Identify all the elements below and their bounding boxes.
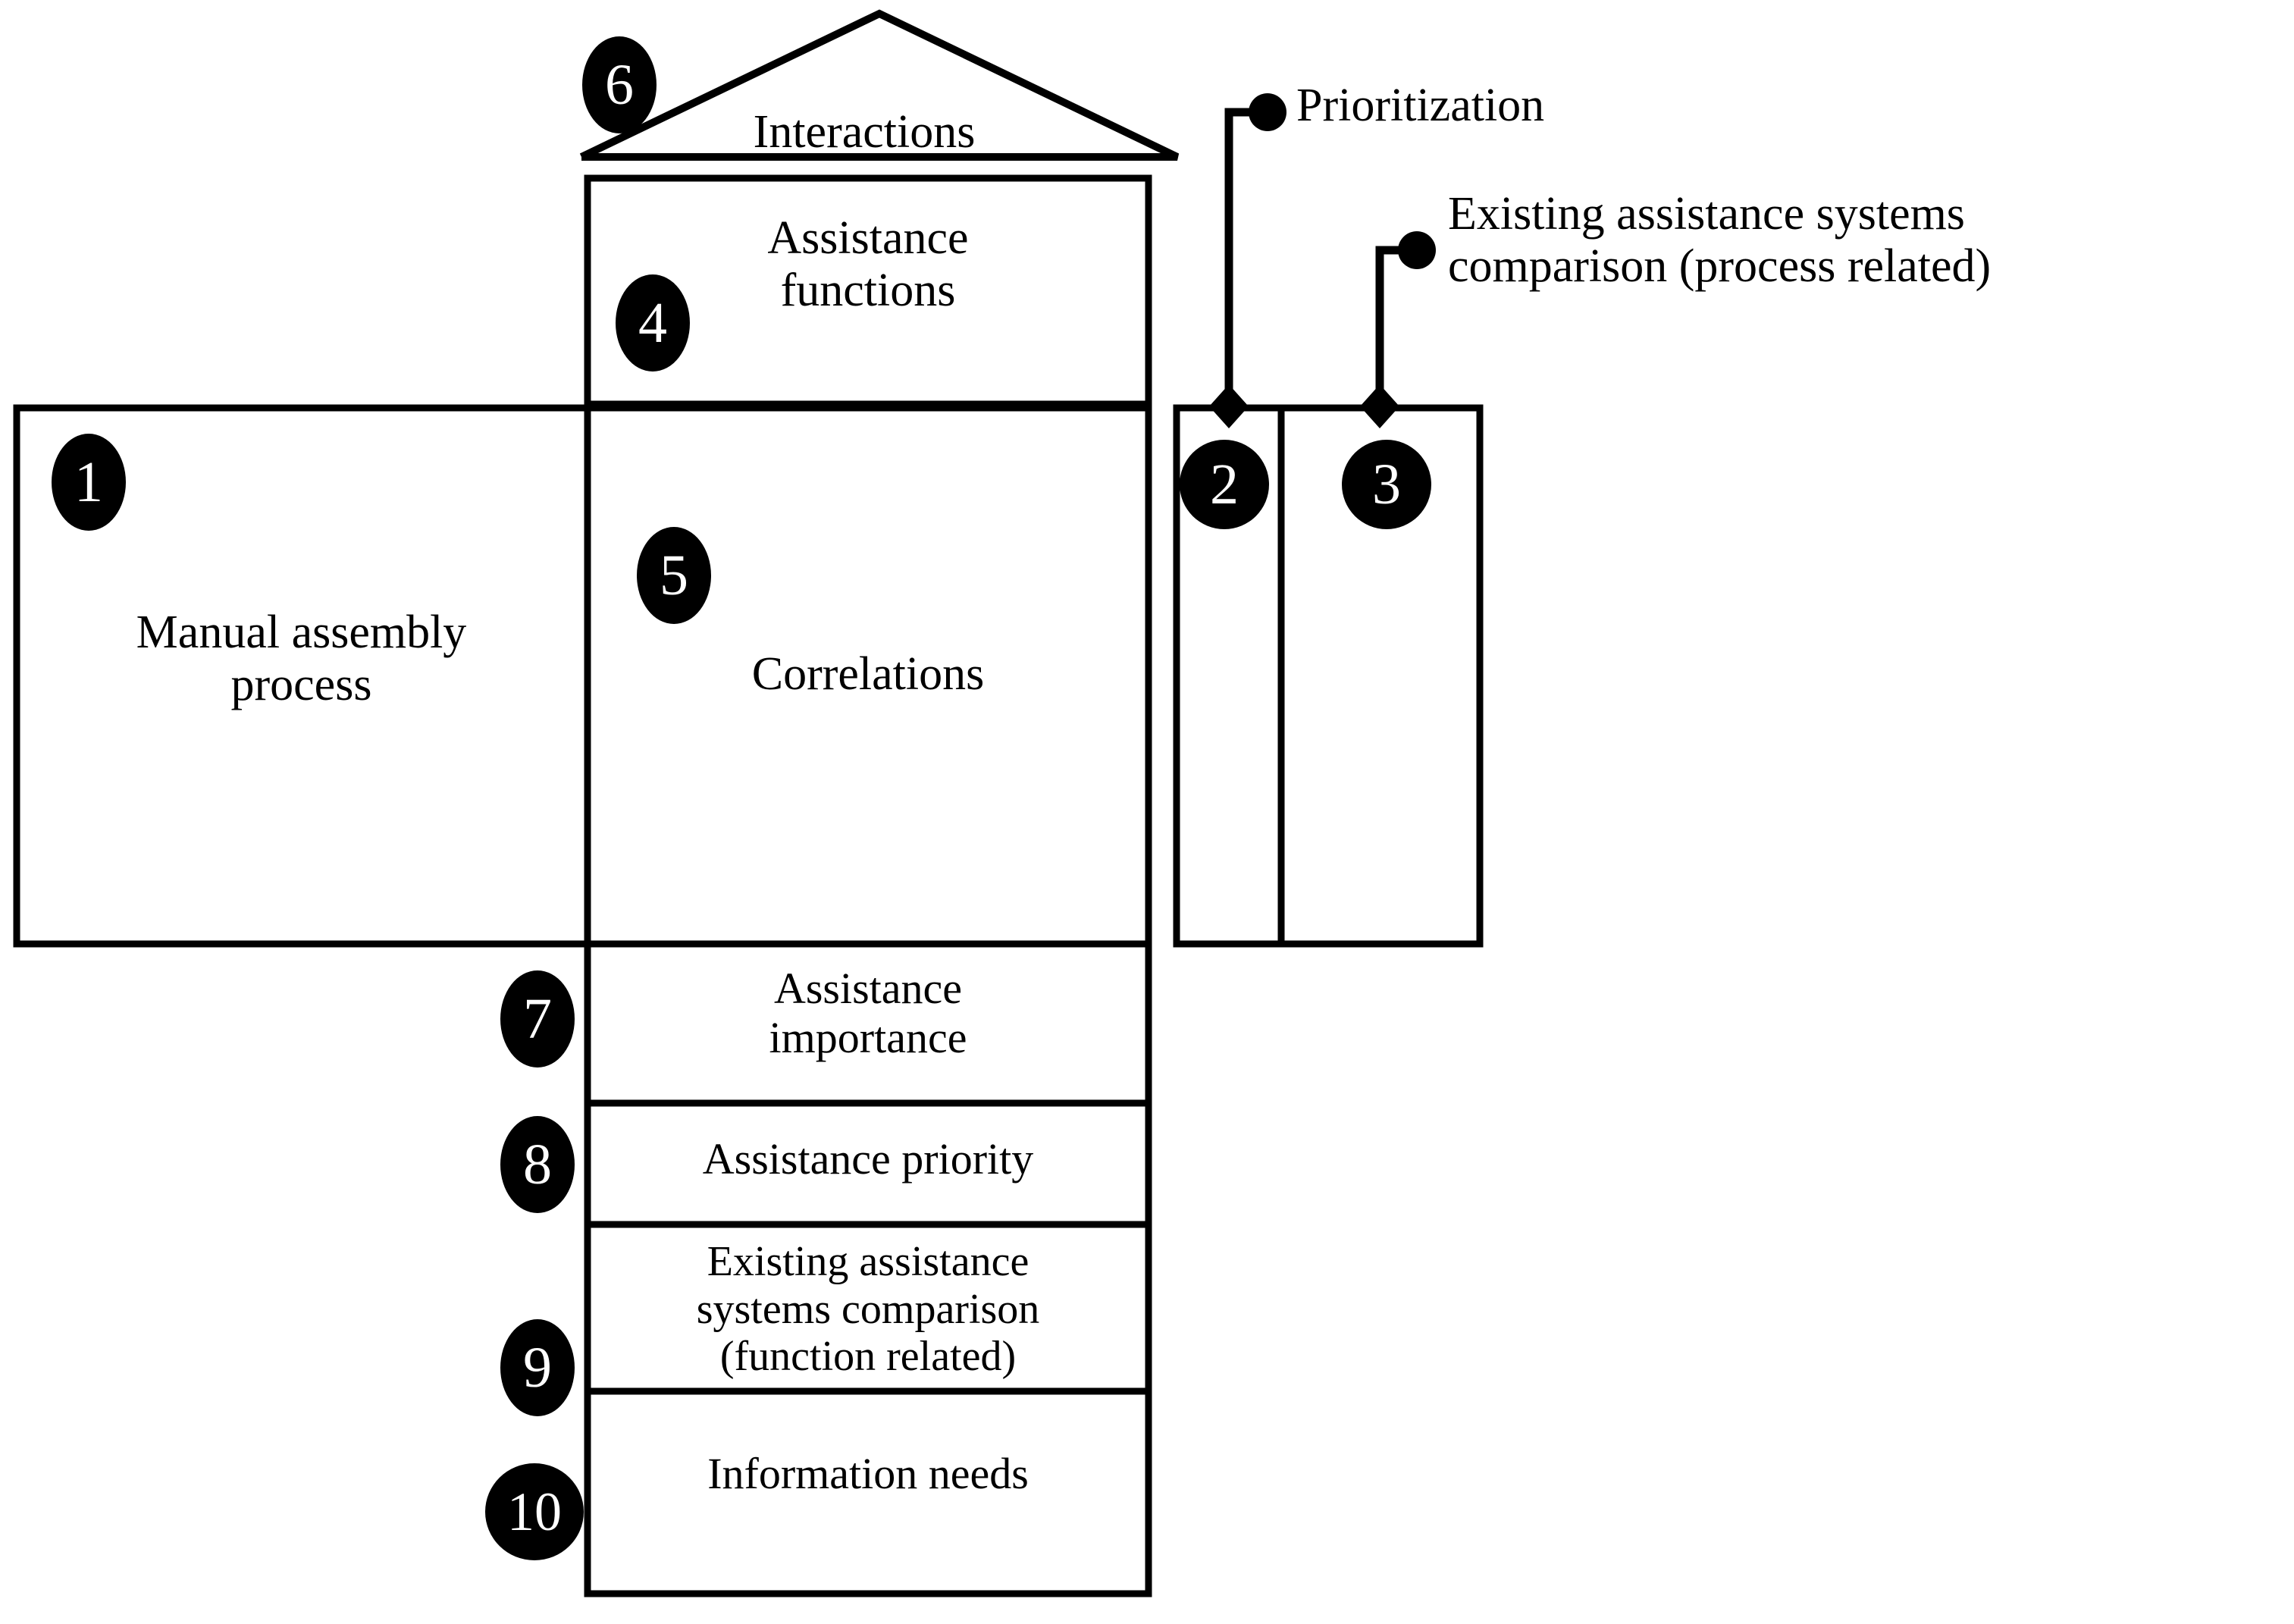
information-needs-box bbox=[584, 1387, 1152, 1597]
callout-prioritization-label: Prioritization bbox=[1296, 80, 1545, 131]
assistance-functions-box bbox=[584, 174, 1152, 408]
existing-systems-function-label: Existing assistance systems comparison (… bbox=[696, 1238, 1040, 1381]
badge-1: 1 bbox=[52, 434, 126, 531]
roof-triangle bbox=[579, 9, 1180, 161]
badge-10: 10 bbox=[485, 1463, 584, 1560]
badge-3: 3 bbox=[1342, 440, 1431, 529]
prioritization-leader-diamond bbox=[1209, 384, 1249, 428]
assistance-priority-label: Assistance priority bbox=[702, 1134, 1034, 1184]
prioritization-leader-line bbox=[1224, 108, 1258, 404]
existing-systems-leader-diamond bbox=[1360, 384, 1399, 428]
correlations-label: Correlations bbox=[751, 648, 985, 700]
existing-systems-leader-line bbox=[1375, 246, 1408, 404]
badge-4: 4 bbox=[616, 274, 690, 372]
badge-5: 5 bbox=[637, 527, 711, 624]
roof-label: Interactions bbox=[753, 106, 976, 158]
prioritization-leader-dot bbox=[1249, 93, 1286, 131]
badge-6: 6 bbox=[582, 36, 657, 133]
assistance-importance-label: Assistance importance bbox=[769, 964, 967, 1062]
badge-2: 2 bbox=[1180, 440, 1269, 529]
existing-systems-leader-dot bbox=[1398, 231, 1436, 269]
badge-8: 8 bbox=[500, 1116, 575, 1213]
manual-assembly-process-label: Manual assembly process bbox=[136, 607, 467, 711]
badge-9: 9 bbox=[500, 1319, 575, 1416]
callout-existing-systems-label: Existing assistance systems comparison (… bbox=[1448, 188, 1992, 293]
information-needs-label: Information needs bbox=[707, 1449, 1029, 1498]
badge-7: 7 bbox=[500, 970, 575, 1068]
assistance-functions-label: Assistance functions bbox=[767, 212, 969, 317]
